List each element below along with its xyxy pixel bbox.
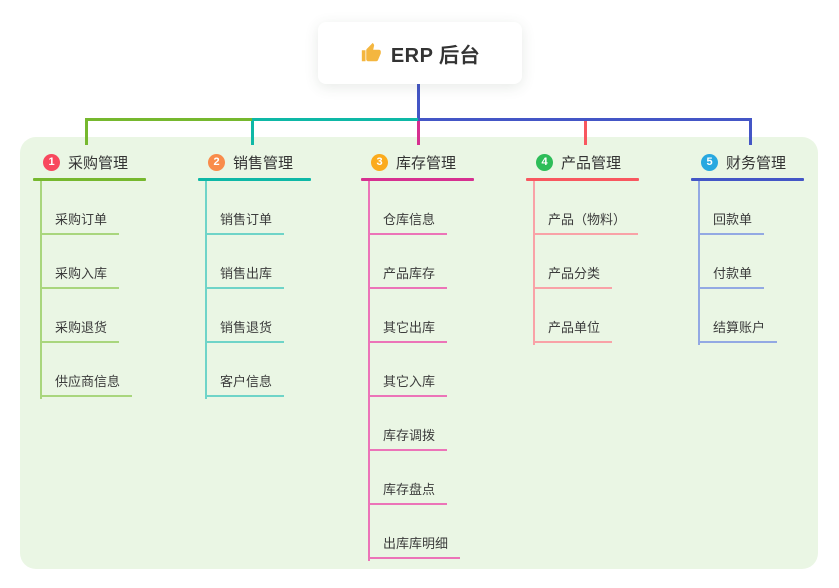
child-node[interactable]: 销售订单 <box>205 181 358 235</box>
branch-title: 采购管理 <box>68 154 129 172</box>
branch-header[interactable]: 2 销售管理 <box>198 148 358 176</box>
branch-children: 销售订单销售出库销售退货客户信息 <box>198 181 358 399</box>
branch-title: 财务管理 <box>726 154 787 172</box>
branch: 5 财务管理 回款单付款单结算账户 <box>691 148 839 345</box>
branch-spine-line <box>533 181 535 345</box>
child-label: 产品单位 <box>533 317 613 343</box>
branch-spine-line <box>40 181 42 399</box>
child-node[interactable]: 库存盘点 <box>368 451 521 505</box>
root-title: ERP 后台 <box>390 44 481 67</box>
child-label: 库存盘点 <box>368 479 448 505</box>
branch-underline <box>691 178 804 181</box>
child-node[interactable]: 其它入库 <box>368 343 521 397</box>
branch-header[interactable]: 4 产品管理 <box>526 148 686 176</box>
branch-children: 回款单付款单结算账户 <box>691 181 839 345</box>
root-node[interactable]: ERP 后台 <box>318 22 522 84</box>
branch-spine-line <box>698 181 700 345</box>
connector-segment-green <box>85 118 253 121</box>
branch-number-badge: 4 <box>536 153 553 171</box>
child-label: 采购订单 <box>40 209 120 235</box>
child-label: 仓库信息 <box>368 209 448 235</box>
branch: 3 库存管理 仓库信息产品库存其它出库其它入库库存调拨库存盘点出库库明细 <box>361 148 521 561</box>
child-label: 其它入库 <box>368 371 448 397</box>
child-node[interactable]: 仓库信息 <box>368 181 521 235</box>
branch-title: 产品管理 <box>561 154 622 172</box>
branch-header[interactable]: 1 采购管理 <box>33 148 193 176</box>
child-label: 客户信息 <box>205 371 285 397</box>
child-label: 产品库存 <box>368 263 448 289</box>
child-label: 其它出库 <box>368 317 448 343</box>
child-node[interactable]: 产品（物料） <box>533 181 686 235</box>
branches-panel <box>20 137 818 569</box>
branch-underline <box>198 178 311 181</box>
branch-children: 采购订单采购入库采购退货供应商信息 <box>33 181 193 399</box>
branch-number-badge: 2 <box>208 153 225 171</box>
branch-drop-line <box>85 118 88 145</box>
child-node[interactable]: 供应商信息 <box>40 343 193 397</box>
child-node[interactable]: 采购订单 <box>40 181 193 235</box>
child-label: 结算账户 <box>698 317 778 343</box>
branch-children: 产品（物料） 产品分类产品单位 <box>526 181 686 345</box>
child-node[interactable]: 其它出库 <box>368 289 521 343</box>
branch-underline <box>361 178 474 181</box>
branch-drop-line <box>584 121 587 145</box>
child-node[interactable]: 采购退货 <box>40 289 193 343</box>
child-label: 销售出库 <box>205 263 285 289</box>
branch: 4 产品管理 产品（物料） 产品分类产品单位 <box>526 148 686 345</box>
branch-header[interactable]: 5 财务管理 <box>691 148 839 176</box>
child-node[interactable]: 销售出库 <box>205 235 358 289</box>
branch-number-badge: 5 <box>701 153 718 171</box>
root-connector-line <box>417 84 420 121</box>
child-label: 供应商信息 <box>40 371 133 397</box>
connector-segment-teal <box>252 118 419 121</box>
child-node[interactable]: 采购入库 <box>40 235 193 289</box>
child-node[interactable]: 产品分类 <box>533 235 686 289</box>
child-label: 产品（物料） <box>533 209 639 235</box>
child-node[interactable]: 结算账户 <box>698 289 839 343</box>
child-label: 出库库明细 <box>368 533 461 559</box>
child-label: 销售订单 <box>205 209 285 235</box>
branch-children: 仓库信息产品库存其它出库其它入库库存调拨库存盘点出库库明细 <box>361 181 521 561</box>
child-node[interactable]: 出库库明细 <box>368 505 521 559</box>
branch-underline <box>526 178 639 181</box>
child-node[interactable]: 回款单 <box>698 181 839 235</box>
branch-number-badge: 1 <box>43 153 60 171</box>
branch-number-badge: 3 <box>371 153 388 171</box>
child-label: 采购入库 <box>40 263 120 289</box>
branch-drop-line <box>251 121 254 145</box>
branch-underline <box>33 178 146 181</box>
branch: 1 采购管理 采购订单采购入库采购退货供应商信息 <box>33 148 193 399</box>
branch-drop-line <box>749 118 752 145</box>
child-node[interactable]: 产品单位 <box>533 289 686 343</box>
child-label: 库存调拨 <box>368 425 448 451</box>
child-label: 付款单 <box>698 263 765 289</box>
child-node[interactable]: 库存调拨 <box>368 397 521 451</box>
thumbs-up-icon <box>360 42 382 64</box>
branch-drop-line <box>417 121 420 145</box>
child-node[interactable]: 产品库存 <box>368 235 521 289</box>
branch-title: 库存管理 <box>396 154 457 172</box>
branch-spine-line <box>205 181 207 399</box>
child-node[interactable]: 销售退货 <box>205 289 358 343</box>
child-label: 产品分类 <box>533 263 613 289</box>
child-label: 销售退货 <box>205 317 285 343</box>
child-label: 回款单 <box>698 209 765 235</box>
connector-segment-blue <box>418 118 752 121</box>
thumbs-up-path <box>361 42 381 62</box>
child-label: 采购退货 <box>40 317 120 343</box>
branch-header[interactable]: 3 库存管理 <box>361 148 521 176</box>
branch-title: 销售管理 <box>233 154 294 172</box>
child-node[interactable]: 客户信息 <box>205 343 358 397</box>
child-node[interactable]: 付款单 <box>698 235 839 289</box>
branch: 2 销售管理 销售订单销售出库销售退货客户信息 <box>198 148 358 399</box>
branch-spine-line <box>368 181 370 561</box>
